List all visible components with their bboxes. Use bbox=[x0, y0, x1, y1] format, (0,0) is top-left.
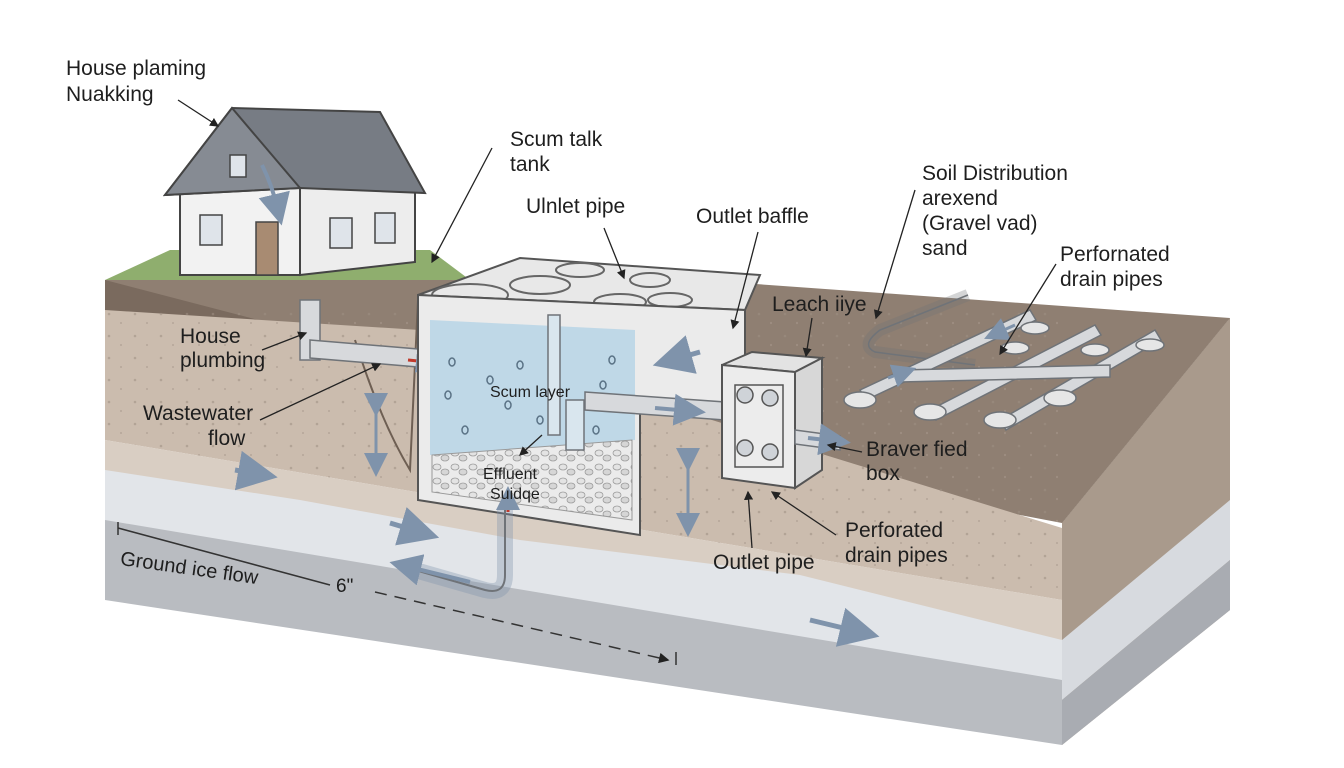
label-effluent: Effluent bbox=[483, 466, 537, 483]
label-house-planning-2: Nuakking bbox=[66, 83, 154, 106]
label-perforated-bottom-1: Perforated bbox=[845, 519, 944, 542]
label-outlet-baffle: Outlet baffle bbox=[696, 205, 809, 228]
label-inlet-pipe: Ulnlet pipe bbox=[526, 195, 626, 218]
label-scum-tank-2: tank bbox=[510, 153, 550, 176]
label-braver-box-2: box bbox=[866, 462, 900, 485]
label-sludge: Suidqe bbox=[490, 486, 540, 503]
leader-lines bbox=[177, 99, 1057, 549]
label-house-plumbing-1: House bbox=[180, 325, 241, 348]
label-leach-line: Leach iiye bbox=[772, 293, 867, 316]
label-perforated-top-1: Perfornated bbox=[1060, 243, 1170, 266]
label-braver-box-1: Braver fied bbox=[866, 438, 968, 461]
label-house-planning-1: House plaming bbox=[66, 57, 207, 80]
dimension-line bbox=[117, 522, 677, 665]
label-soil-distribution-1: Soil Distribution bbox=[922, 162, 1068, 185]
label-outlet-pipe: Outlet pipe bbox=[713, 551, 815, 574]
right-face-band bbox=[1062, 500, 1230, 700]
label-wastewater-1: Wastewater bbox=[143, 402, 254, 425]
house bbox=[162, 106, 427, 277]
label-soil-distribution-4: sand bbox=[922, 237, 968, 260]
label-scum-tank-1: Scum talk bbox=[510, 128, 603, 151]
label-scum-layer: Scum layer bbox=[490, 384, 571, 401]
septic-tank bbox=[364, 256, 762, 537]
label-wastewater-2: flow bbox=[208, 427, 246, 450]
bottom-drain-pipe bbox=[389, 486, 520, 599]
label-dimension: 6" bbox=[336, 576, 354, 597]
leach-field bbox=[843, 289, 1165, 432]
label-perforated-top-2: drain pipes bbox=[1060, 268, 1163, 291]
label-soil-distribution-3: (Gravel vad) bbox=[922, 212, 1038, 235]
right-face-bedrock bbox=[1062, 560, 1230, 745]
label-perforated-bottom-2: drain pipes bbox=[845, 544, 948, 567]
bedrock-layer bbox=[105, 520, 1062, 745]
distribution-box bbox=[721, 350, 851, 490]
label-soil-distribution-2: arexend bbox=[922, 187, 998, 210]
label-house-plumbing-2: plumbing bbox=[180, 349, 266, 372]
